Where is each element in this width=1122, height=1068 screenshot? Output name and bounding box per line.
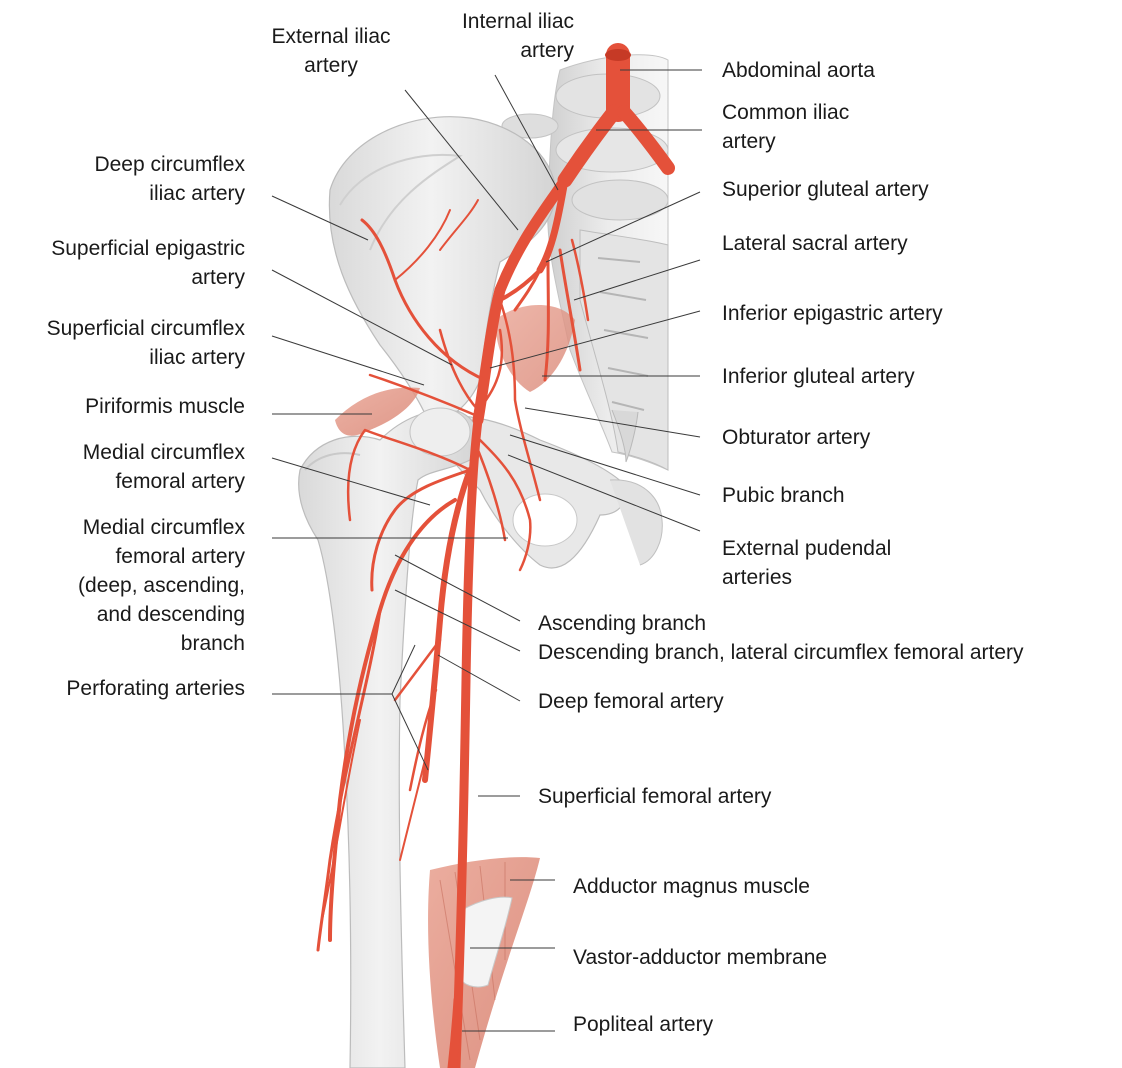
- label-superior-gluteal-artery: Superior gluteal artery: [722, 175, 929, 204]
- label-inferior-epigastric-artery: Inferior epigastric artery: [722, 299, 943, 328]
- label-medial-circumflex-femoral-artery-branches: Medial circumflex femoral artery (deep, …: [10, 513, 245, 658]
- label-perforating-arteries: Perforating arteries: [10, 674, 245, 703]
- label-adductor-magnus-muscle: Adductor magnus muscle: [573, 872, 810, 901]
- label-external-pudendal-arteries: External pudendal arteries: [722, 534, 891, 592]
- label-superficial-femoral-artery: Superficial femoral artery: [538, 782, 771, 811]
- label-inferior-gluteal-artery: Inferior gluteal artery: [722, 362, 915, 391]
- label-internal-iliac-artery: Internal iliac artery: [410, 7, 574, 65]
- label-pubic-branch: Pubic branch: [722, 481, 845, 510]
- label-deep-circumflex-iliac-artery: Deep circumflex iliac artery: [10, 150, 245, 208]
- label-abdominal-aorta: Abdominal aorta: [722, 56, 875, 85]
- label-superficial-epigastric-artery: Superficial epigastric artery: [5, 234, 245, 292]
- label-medial-circumflex-femoral-artery: Medial circumflex femoral artery: [10, 438, 245, 496]
- label-popliteal-artery: Popliteal artery: [573, 1010, 713, 1039]
- label-deep-femoral-artery: Deep femoral artery: [538, 687, 724, 716]
- popliteal: [452, 1000, 458, 1068]
- spine: [502, 55, 668, 470]
- label-obturator-artery: Obturator artery: [722, 423, 870, 452]
- label-piriformis-muscle: Piriformis muscle: [10, 392, 245, 421]
- label-external-iliac-artery: External iliac artery: [246, 22, 416, 80]
- label-lateral-sacral-artery: Lateral sacral artery: [722, 229, 908, 258]
- label-superficial-circumflex-iliac-artery: Superficial circumflex iliac artery: [5, 314, 245, 372]
- label-vastor-adductor-membrane: Vastor-adductor membrane: [573, 943, 827, 972]
- label-descending-branch: Descending branch, lateral circumflex fe…: [538, 638, 1024, 667]
- label-common-iliac-artery: Common iliac artery: [722, 98, 849, 156]
- label-ascending-branch: Ascending branch: [538, 609, 706, 638]
